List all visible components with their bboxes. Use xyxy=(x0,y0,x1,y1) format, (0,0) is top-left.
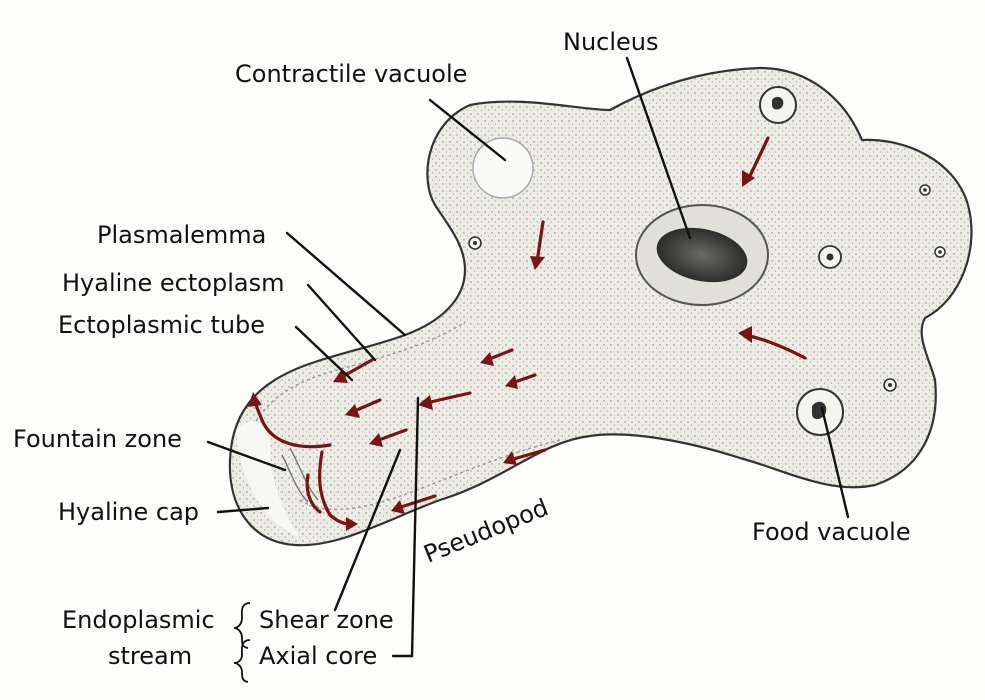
label-shear-zone: Shear zone xyxy=(259,606,394,634)
food-vacuole-top xyxy=(759,86,797,124)
leader-ectoplasmic-tube xyxy=(294,325,354,382)
hyaline-ectoplasm-layer xyxy=(244,321,466,456)
leader-lines xyxy=(206,56,850,658)
leader-axial-core xyxy=(391,396,420,658)
leader-nucleus xyxy=(625,56,692,240)
stream-arrow-10 xyxy=(508,448,547,462)
stream-arrow-2 xyxy=(535,220,545,264)
label-nucleus: Nucleus xyxy=(563,28,659,56)
brace-lower xyxy=(233,639,251,683)
label-ectoplasmic-tube: Ectoplasmic tube xyxy=(58,311,265,339)
label-plasmalemma: Plasmalemma xyxy=(97,221,266,249)
brace-upper xyxy=(233,602,251,649)
label-fountain-zone: Fountain zone xyxy=(13,425,182,453)
label-hyaline-cap: Hyaline cap xyxy=(58,498,199,526)
label-pseudopod: Pseudopod xyxy=(420,493,553,568)
label-axial-core: Axial core xyxy=(259,642,377,670)
stream-arrow-6 xyxy=(424,391,472,405)
fountain-zone-arc-1 xyxy=(281,454,309,503)
label-stream: stream xyxy=(108,642,192,670)
food-vacuole xyxy=(796,388,844,436)
small-vacuole-3 xyxy=(883,378,897,392)
stream-arrow-1 xyxy=(746,136,770,182)
ectoplasmic-tube-inner xyxy=(299,439,561,511)
leader-contractile-vacuole xyxy=(428,98,507,162)
nucleus xyxy=(656,227,748,283)
label-endoplasmic: Endoplasmic xyxy=(62,606,215,634)
label-contractile-vacuole: Contractile vacuole xyxy=(235,60,467,88)
leader-hyaline-ectoplasm xyxy=(306,283,377,362)
hyaline-cap-region xyxy=(236,421,300,538)
small-vacuole-5 xyxy=(919,184,931,196)
contractile-vacuole xyxy=(472,137,534,199)
leader-hyaline-cap xyxy=(216,506,270,514)
stream-arrow-8 xyxy=(374,428,408,443)
label-hyaline-ectoplasm: Hyaline ectoplasm xyxy=(62,269,284,297)
leader-shear-zone xyxy=(333,448,402,612)
stream-arrow-14 xyxy=(305,473,322,514)
fountain-zone-arc-2 xyxy=(289,447,319,501)
amoeba-cell-body xyxy=(228,66,973,547)
stream-arrow-13 xyxy=(318,450,352,526)
brace-group xyxy=(233,602,251,683)
label-food-vacuole: Food vacuole xyxy=(752,518,911,546)
small-vacuole-4 xyxy=(934,246,946,258)
small-vacuole-1 xyxy=(818,245,842,269)
leader-plasmalemma xyxy=(285,231,407,337)
leader-food-vacuole xyxy=(820,406,850,519)
leader-fountain-zone xyxy=(206,440,287,472)
small-vacuole-2 xyxy=(468,236,482,250)
